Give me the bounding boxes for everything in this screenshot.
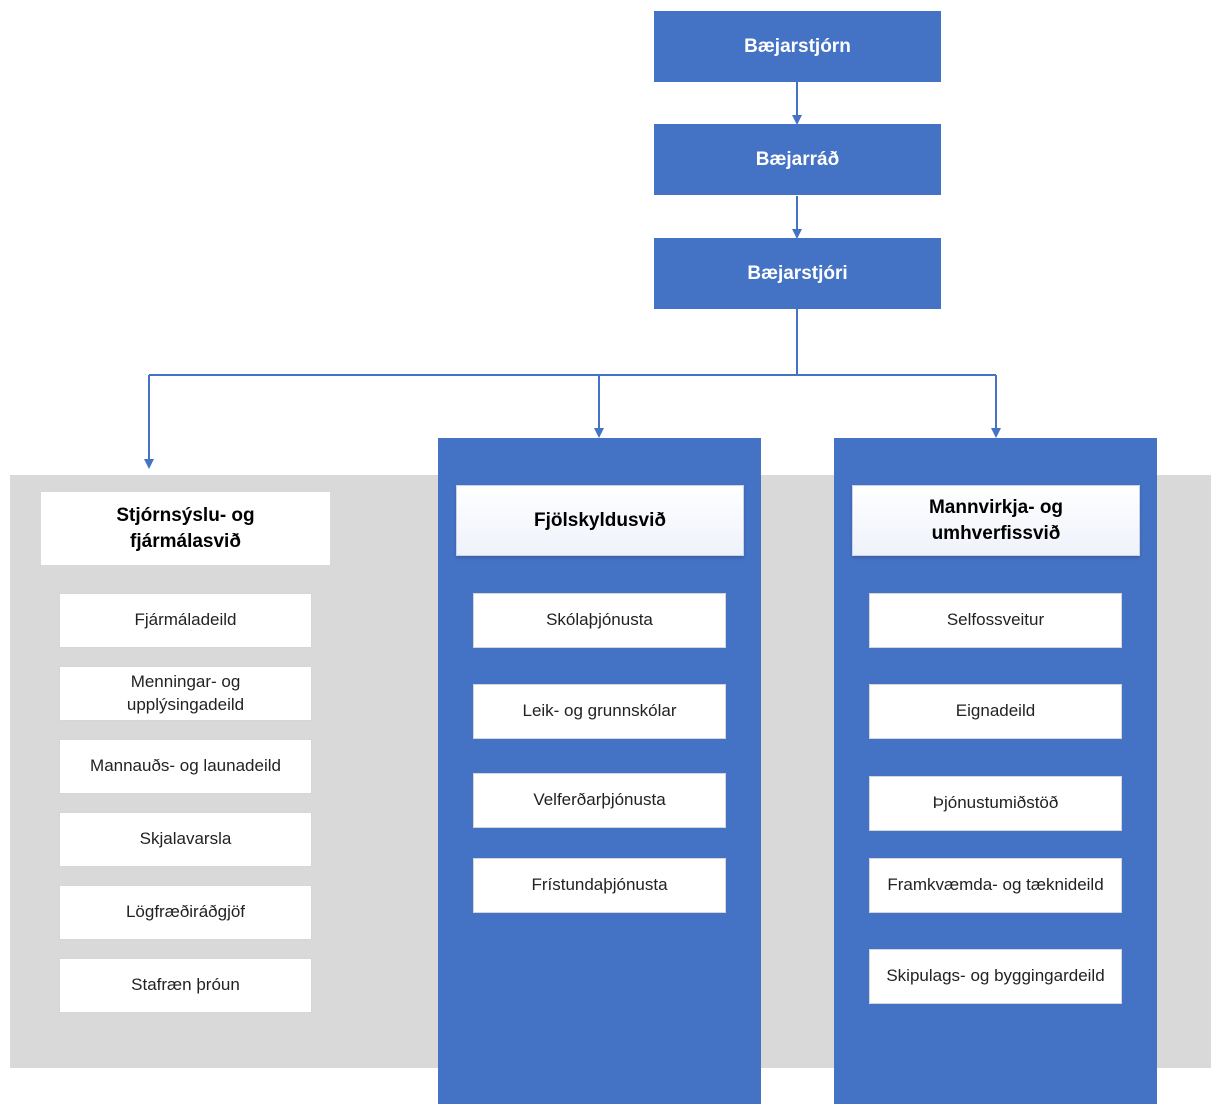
- admin-item: Skjalavarsla: [59, 812, 312, 867]
- council-box: Bæjarstjórn: [654, 11, 941, 82]
- family-item: Leik- og grunnskólar: [473, 684, 726, 739]
- family-item: Skólaþjónusta: [473, 593, 726, 648]
- family-item: Velferðarþjónusta: [473, 773, 726, 828]
- admin-item: Lögfræðiráðgjöf: [59, 885, 312, 940]
- infrastructure-item: Skipulags- og byggingardeild: [869, 949, 1122, 1004]
- infrastructure-division-header: Mannvirkja- og umhverfissvið: [852, 485, 1140, 556]
- infrastructure-item: Eignadeild: [869, 684, 1122, 739]
- admin-item: Stafræn þróun: [59, 958, 312, 1013]
- infrastructure-item: Framkvæmda- og tæknideild: [869, 858, 1122, 913]
- family-division-header: Fjölskyldusvið: [456, 485, 744, 556]
- infrastructure-item: Selfossveitur: [869, 593, 1122, 648]
- admin-item: Mannauðs- og launadeild: [59, 739, 312, 794]
- admin-division-header: Stjórnsýslu- og fjármálasvið: [41, 492, 330, 565]
- family-item: Frístundaþjónusta: [473, 858, 726, 913]
- board-box: Bæjarráð: [654, 124, 941, 195]
- admin-item: Fjármáladeild: [59, 593, 312, 648]
- infrastructure-item: Þjónustumiðstöð: [869, 776, 1122, 831]
- mayor-box: Bæjarstjóri: [654, 238, 941, 309]
- admin-item: Menningar- og upplýsingadeild: [59, 666, 312, 721]
